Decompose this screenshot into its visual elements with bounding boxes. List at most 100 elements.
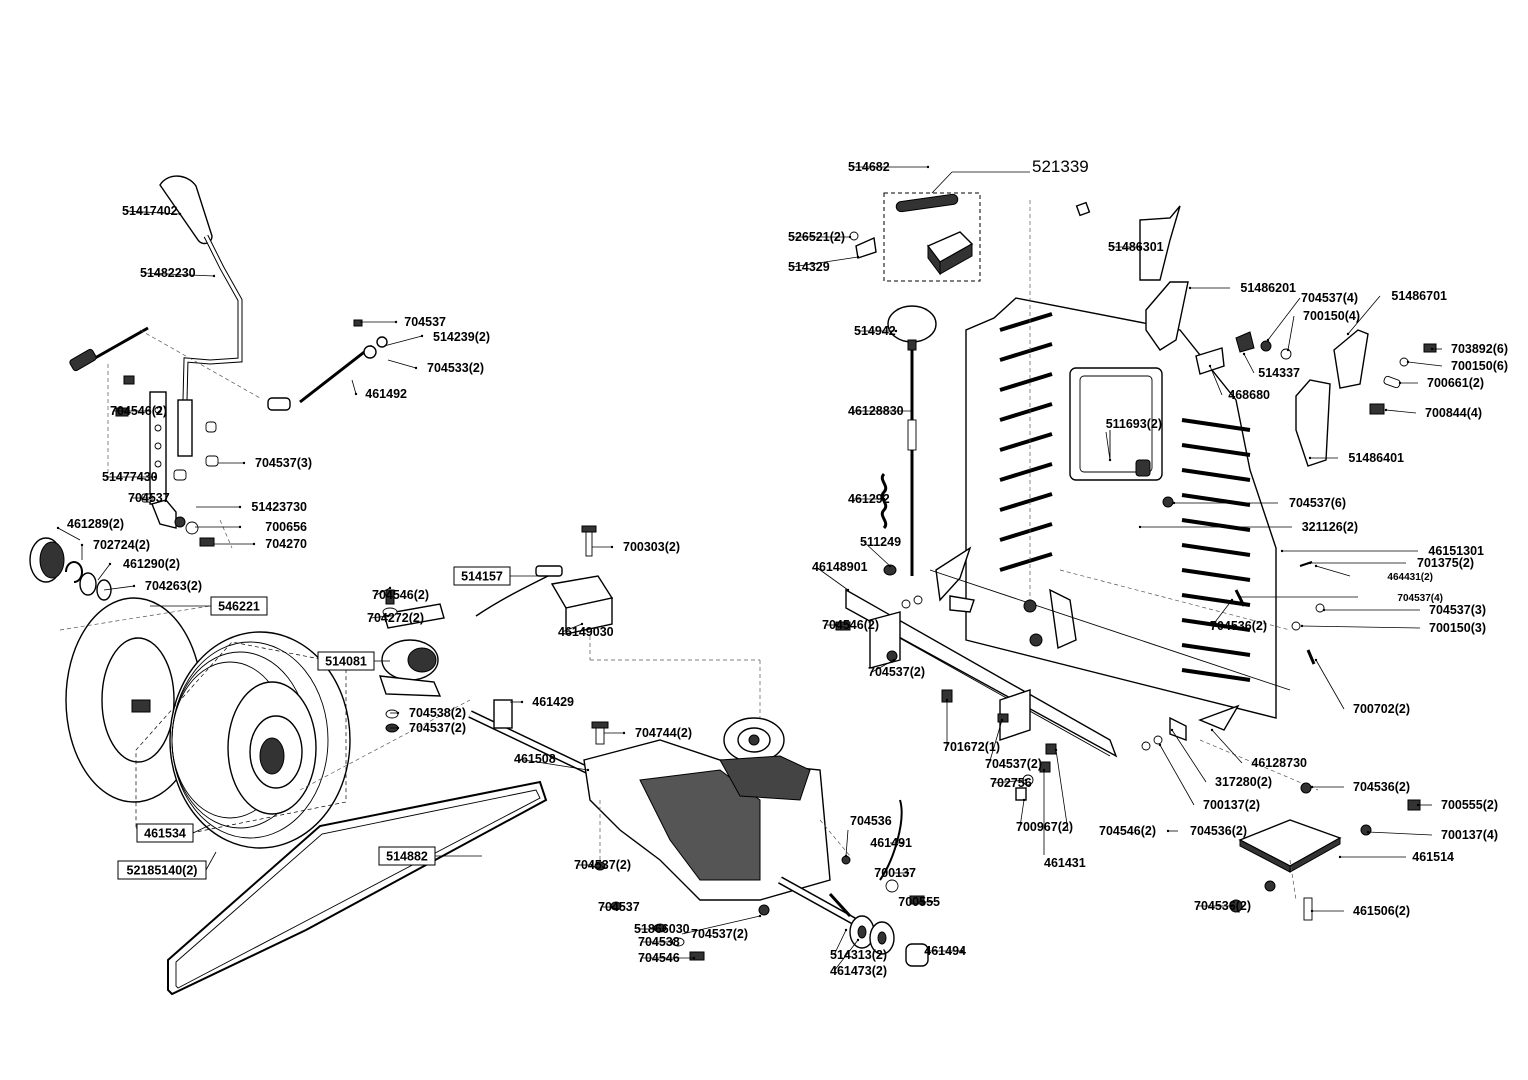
leader-end <box>670 940 674 944</box>
part-callout: 700303(2) <box>592 540 680 554</box>
leader-end <box>1158 743 1162 747</box>
part-number-label: 514329 <box>788 260 830 274</box>
part-number-label: 51866030 <box>634 922 690 936</box>
part-number-label: 704537(3) <box>1429 603 1486 617</box>
leader-end <box>56 526 60 530</box>
part-number-label: 51486201 <box>1240 281 1296 295</box>
part-callout: 704546(2) <box>372 586 429 602</box>
lever-hardware <box>174 516 215 547</box>
vent-slot <box>1181 443 1251 457</box>
part-number-label: 514942 <box>854 324 896 338</box>
part-number-label: 704536(2) <box>1210 619 1267 633</box>
leader-end <box>520 700 524 704</box>
part-callout: 514337 <box>1242 352 1300 380</box>
part-number-label: 704533(2) <box>427 361 484 375</box>
leader-end <box>894 329 898 333</box>
part-callout: 46148901 <box>812 560 868 592</box>
part-number-label: 704546 <box>638 951 680 965</box>
boxed-part-callout: 546221 <box>150 596 268 616</box>
leader-line <box>561 623 583 633</box>
part-number-label: 461494 <box>924 944 966 958</box>
vent-slot <box>1181 568 1251 582</box>
part-callout: 46151301 <box>1280 544 1484 558</box>
vent-slot <box>999 492 1053 512</box>
leader-end <box>610 905 614 909</box>
part-callout: 702724(2) <box>80 538 150 560</box>
part-callout: 704537(2) <box>574 858 631 872</box>
leader-end <box>396 711 400 715</box>
part-callout: 514313(2) <box>830 928 887 962</box>
leader-end <box>1166 829 1170 833</box>
part-callout: 704537(2) <box>868 658 925 679</box>
part-number-label: 46148901 <box>812 560 868 574</box>
shift-lever-assembly <box>69 175 388 549</box>
part-callout: 461508 <box>514 752 590 772</box>
rear-panel <box>965 200 1277 719</box>
part-number-label: 704536(2) <box>1353 780 1410 794</box>
leader-line <box>1287 315 1295 351</box>
part-number-label: 704537(2) <box>985 757 1042 771</box>
leader-line <box>383 335 423 347</box>
label-box <box>453 566 511 586</box>
leader-line <box>1315 565 1351 577</box>
leader-end <box>1230 598 1234 602</box>
part-callout: 514239(2) <box>383 330 490 347</box>
boxed-part-number-label: 546221 <box>218 600 260 614</box>
part-number-label: 704546(2) <box>1099 824 1156 838</box>
leader-end <box>1322 608 1326 612</box>
part-number-label: 461289(2) <box>67 517 124 531</box>
leader-end <box>1238 595 1242 599</box>
part-number-label: 704536(2) <box>1190 824 1247 838</box>
leader-line <box>815 566 849 591</box>
part-callout: 461491 <box>870 836 912 850</box>
part-number-label: 704537(4) <box>1301 291 1358 305</box>
part-number-label: 704272(2) <box>367 611 424 625</box>
part-number-label: 51486701 <box>1391 289 1447 303</box>
boxed-part-number-label: 514882 <box>386 850 428 864</box>
leader-end <box>960 949 964 953</box>
part-callout: 704546(2) <box>1054 748 1156 838</box>
leader-line <box>143 272 215 277</box>
leader-end <box>148 409 152 413</box>
leader-line <box>1159 744 1195 806</box>
leader-end <box>586 768 590 772</box>
mount-plate <box>1229 782 1421 921</box>
leader-end <box>846 588 850 592</box>
bearing-bracket <box>378 589 445 733</box>
part-callout: 461473(2) <box>830 938 887 978</box>
part-number-label: 700656 <box>265 520 307 534</box>
leader-line <box>1209 365 1223 396</box>
part-callout: 704537(3) <box>218 456 312 470</box>
leader-end <box>252 542 256 546</box>
leader-end <box>420 334 424 338</box>
part-callout: 704537 <box>128 491 170 505</box>
leader-end <box>1024 778 1028 782</box>
part-number-label: 704537(4) <box>1397 593 1443 604</box>
part-number-label: 700661(2) <box>1427 376 1484 390</box>
leader-line <box>1243 353 1255 374</box>
leader-line <box>1301 625 1421 629</box>
part-callout: 704536(2) <box>1166 824 1247 838</box>
leader-end <box>1338 855 1342 859</box>
leader-line <box>370 615 389 619</box>
leader-end <box>178 212 182 216</box>
leader-end <box>692 956 696 960</box>
boxed-part-callout: 514157 <box>453 566 540 586</box>
part-callout: 700150(4) <box>1286 309 1360 352</box>
leader-end <box>1188 286 1192 290</box>
rear-tire <box>135 631 351 849</box>
part-callout: 461494 <box>924 944 966 958</box>
leader-end <box>1300 624 1304 628</box>
part-number-label: 704536 <box>850 814 892 828</box>
part-number-label: 700967(2) <box>1016 820 1073 834</box>
part-number-label: 51486401 <box>1348 451 1404 465</box>
part-number-label: 700555(2) <box>1441 798 1498 812</box>
part-number-label: 704537 <box>404 315 446 329</box>
boxed-part-number-label: 514157 <box>461 570 503 584</box>
part-number-label: 704546(2) <box>372 588 429 602</box>
part-callout: 51486201 <box>1188 281 1296 295</box>
side-brackets <box>1075 201 1437 665</box>
leader-line <box>351 379 357 395</box>
leader-end <box>242 461 246 465</box>
part-number-label: 511693(2) <box>1106 417 1162 431</box>
